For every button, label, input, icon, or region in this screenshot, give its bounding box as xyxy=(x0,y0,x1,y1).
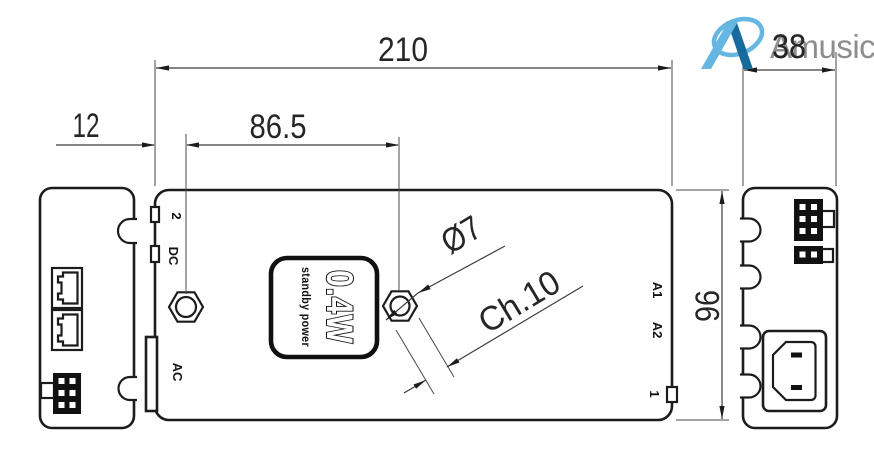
dimension-210: 210 xyxy=(154,31,673,186)
hex-nut-center xyxy=(381,290,419,322)
edge-notch xyxy=(740,373,762,399)
left-side-view xyxy=(38,186,137,430)
label-dc: DC xyxy=(166,247,181,266)
edge-notch xyxy=(740,217,762,243)
dimension-12: 12 xyxy=(56,107,155,148)
dim-offset-text: 12 xyxy=(73,107,100,145)
right-side-view xyxy=(740,186,839,430)
inlet-pin xyxy=(791,352,802,358)
connector-body xyxy=(53,373,81,414)
label-a1: A1 xyxy=(650,282,665,299)
edge-tab xyxy=(665,385,679,404)
brand-logo-text: Amusic xyxy=(770,28,874,65)
top-view: 0.4W standby power 2 DC AC A1 A2 1 xyxy=(144,188,679,422)
two-pin-connector xyxy=(794,246,835,264)
edge-notch xyxy=(740,264,762,290)
label-a2: A2 xyxy=(650,322,665,339)
rj45-opening xyxy=(56,313,79,347)
connector-tab xyxy=(39,381,56,400)
six-pin-connector xyxy=(794,199,836,241)
dim-nut-spacing-text: 86.5 xyxy=(250,108,307,146)
edge-tab xyxy=(149,205,161,224)
six-pin-connector xyxy=(39,373,81,414)
label-port-2: 2 xyxy=(169,212,184,219)
dimension-96: 96 xyxy=(676,189,729,421)
dimension-86-5: 86.5 xyxy=(185,108,400,294)
iec-power-inlet xyxy=(761,329,828,413)
inlet-opening xyxy=(771,340,817,402)
nut-hole xyxy=(174,295,198,319)
connector-body xyxy=(794,199,823,241)
label-ac: AC xyxy=(170,363,185,382)
ac-inlet-bump xyxy=(144,335,159,413)
edge-notch xyxy=(117,375,137,402)
rj45-jack xyxy=(50,266,84,310)
edge-notch xyxy=(740,324,762,350)
edge-notch xyxy=(116,217,137,245)
nut-hole xyxy=(389,295,411,317)
left-panel-outline xyxy=(38,186,136,430)
hex-nut-dc xyxy=(167,291,205,323)
logo-a-left-leg xyxy=(701,21,738,69)
logo-a-right-leg xyxy=(727,21,753,69)
standby-power-badge: 0.4W standby power xyxy=(268,255,380,360)
rj45-jack xyxy=(50,308,84,352)
dimension-38: 38 xyxy=(742,28,837,186)
badge-wattage-text: 0.4W xyxy=(319,270,360,344)
connector-body xyxy=(794,246,823,264)
label-port-1: 1 xyxy=(647,390,662,397)
edge-tab xyxy=(149,244,161,264)
brand-logo: Amusic xyxy=(701,16,874,69)
inlet-pin xyxy=(791,385,802,390)
dim-height-text: 96 xyxy=(689,290,727,322)
dim-width-text: 210 xyxy=(378,31,428,69)
badge-caption-text: standby power xyxy=(299,267,313,347)
rj45-opening xyxy=(56,271,79,305)
dim-depth-text: 38 xyxy=(772,28,806,66)
dim-depth-text-overlay: 38 xyxy=(772,28,806,66)
badge-border xyxy=(268,255,380,360)
